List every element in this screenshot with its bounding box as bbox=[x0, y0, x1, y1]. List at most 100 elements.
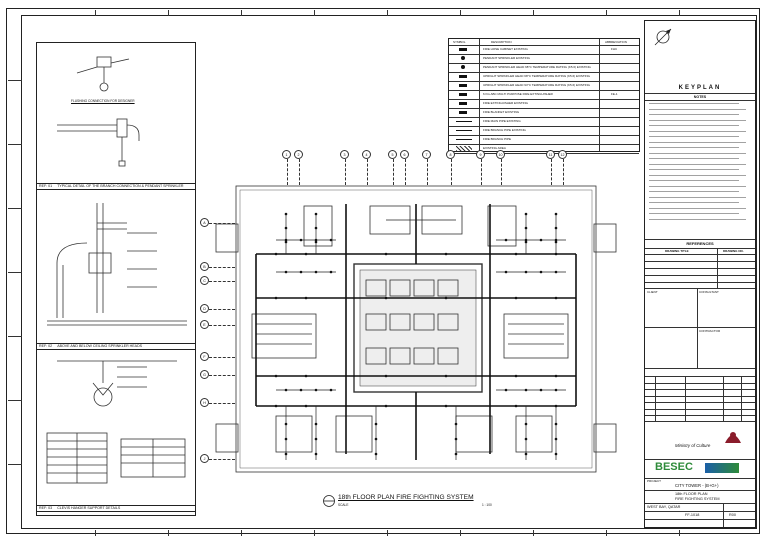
sprinkler-head bbox=[554, 437, 558, 441]
legend-row: FIRE BLANKET EXISTING bbox=[449, 108, 639, 118]
note-line bbox=[649, 130, 746, 132]
sprinkler-head bbox=[444, 252, 448, 256]
revision-col-divider bbox=[655, 376, 656, 421]
sprinkler-head bbox=[524, 452, 528, 456]
frame-tick bbox=[314, 10, 315, 16]
note-line bbox=[649, 174, 746, 176]
note-line bbox=[649, 119, 746, 121]
grid-bubble-column: 2 bbox=[294, 150, 303, 159]
legend-row: 6 KG ABC MULTI PURPOSE FIRE EXTINGUISHER… bbox=[449, 90, 639, 100]
legend-symbol-icon bbox=[461, 65, 465, 69]
sprinkler-head bbox=[384, 296, 388, 300]
legend-row: FIRE BRANCH PIPE bbox=[449, 135, 639, 145]
sprinkler-head bbox=[539, 238, 543, 242]
sprinkler-head bbox=[524, 422, 528, 426]
legend-description: FIRE HOSE CABINET EXISTING bbox=[483, 47, 528, 51]
frame-tick bbox=[8, 336, 22, 337]
legend-symbol-icon bbox=[461, 56, 465, 60]
sprinkler-head bbox=[554, 374, 558, 378]
revision-row bbox=[645, 376, 755, 377]
frame-tick bbox=[533, 10, 534, 16]
legend-row: FIRE MAIN PIPE EXISTING bbox=[449, 117, 639, 127]
sprinkler-head bbox=[444, 296, 448, 300]
sprinkler-head bbox=[284, 270, 288, 274]
legend-row: FIRE BRANCH PIPE EXISTING bbox=[449, 126, 639, 136]
sprinkler-head bbox=[444, 374, 448, 378]
sprinkler-head bbox=[284, 240, 288, 244]
sprinkler-head bbox=[504, 238, 508, 242]
sprinkler-head bbox=[284, 226, 288, 230]
grid-bubble-row: G bbox=[200, 370, 209, 379]
grid-bubble-column: 4 bbox=[362, 150, 371, 159]
plan-title-block: 18th FLOOR PLAN FIRE FIGHTING SYSTEM SCA… bbox=[322, 494, 522, 510]
sprinkler-head bbox=[374, 422, 378, 426]
legend-description: FIRE BLANKET EXISTING bbox=[483, 110, 520, 114]
sprinkler-head bbox=[274, 296, 278, 300]
sprinkler-head bbox=[314, 212, 318, 216]
frame-tick bbox=[533, 530, 534, 536]
grid-bubble-column: 3 bbox=[340, 150, 349, 159]
frame-tick bbox=[168, 530, 169, 536]
grid-bubble-row: F bbox=[200, 352, 209, 361]
legend-description: FIRE BRANCH PIPE EXISTING bbox=[483, 128, 526, 132]
grid-bubble-row: A bbox=[200, 218, 209, 227]
legend-header-abbreviation: ABBREVIATION bbox=[605, 40, 627, 44]
frame-tick bbox=[168, 10, 169, 16]
title-block: KEYPLAN NOTES REFERENCES DRAWING TITLE D… bbox=[644, 20, 756, 528]
sprinkler-head bbox=[284, 388, 288, 392]
frame-tick bbox=[8, 144, 22, 145]
revision-col-divider bbox=[685, 376, 686, 421]
detail-2: REF: 02 ABOVE AND BELOW CEILING SPRINKLE… bbox=[37, 193, 195, 353]
references-col-title: DRAWING TITLE bbox=[665, 249, 689, 253]
sprinkler-head bbox=[554, 270, 558, 274]
note-line bbox=[649, 185, 746, 187]
detail-1-drawing bbox=[57, 56, 140, 167]
drawing-title-2: FIRE FIGHTING SYSTEM bbox=[675, 497, 720, 501]
legend-header-symbol: SYMBOL bbox=[453, 40, 466, 44]
legend-header-description: DESCRIPTION bbox=[491, 40, 512, 44]
sprinkler-head bbox=[384, 374, 388, 378]
sprinkler-head bbox=[284, 452, 288, 456]
legend-row: UPRIGHT SPRINKLER HEAD 93°C TEMPERATURE … bbox=[449, 81, 639, 91]
sprinkler-head bbox=[554, 422, 558, 426]
sprinkler-head bbox=[284, 212, 288, 216]
grid-bubble-column: 11 bbox=[546, 150, 555, 159]
legend-description: PENDANT SPRINKLER EXISTING bbox=[483, 56, 530, 60]
sprinkler-head bbox=[554, 240, 558, 244]
grid-bubble-column: 12 bbox=[558, 150, 567, 159]
plan-scale-label: SCALE bbox=[338, 503, 349, 507]
note-line bbox=[649, 207, 746, 209]
sprinkler-head bbox=[454, 422, 458, 426]
grid-bubble-row: C bbox=[200, 276, 209, 285]
legend-description: UPRIGHT SPRINKLER HEAD 68°C TEMPERATURE … bbox=[483, 74, 590, 78]
detail-1: FLUSHING CONNECTION FOR DESIGNER REF: 01… bbox=[37, 43, 195, 193]
note-line bbox=[649, 169, 739, 171]
legend-row: PENDANT SPRINKLER HEAD 68°C TEMPERATURE … bbox=[449, 63, 639, 73]
detail-1-subtitle: FLUSHING CONNECTION FOR DESIGNER bbox=[71, 99, 135, 103]
legend-abbreviation: FE-1 bbox=[611, 92, 618, 96]
frame-tick bbox=[95, 10, 96, 16]
revision-row bbox=[645, 402, 755, 403]
sprinkler-head bbox=[304, 252, 308, 256]
grid-bubble-column: 1 bbox=[282, 150, 291, 159]
frame-tick bbox=[241, 10, 242, 16]
grid-bubble-row: D bbox=[200, 304, 209, 313]
legend-abbreviation: FHC bbox=[611, 47, 618, 51]
legend-description: 6 KG ABC MULTI PURPOSE FIRE EXTINGUISHER bbox=[483, 92, 553, 96]
sprinkler-head bbox=[524, 226, 528, 230]
note-line bbox=[649, 191, 739, 193]
sprinkler-head bbox=[384, 252, 388, 256]
sprinkler-head bbox=[444, 404, 448, 408]
sprinkler-head bbox=[314, 226, 318, 230]
note-line bbox=[649, 218, 746, 220]
sprinkler-head bbox=[554, 212, 558, 216]
sprinkler-head bbox=[299, 238, 303, 242]
legend-symbol-icon bbox=[459, 48, 467, 51]
grid-bubble-row: E bbox=[200, 320, 209, 329]
legend-description: EXISTING AREA bbox=[483, 146, 506, 150]
sprinkler-head bbox=[554, 296, 558, 300]
plan-title-circle-icon bbox=[323, 495, 335, 507]
notes-title: NOTES bbox=[645, 93, 755, 101]
sprinkler-head bbox=[274, 404, 278, 408]
legend-description: UPRIGHT SPRINKLER HEAD 93°C TEMPERATURE … bbox=[483, 83, 590, 87]
